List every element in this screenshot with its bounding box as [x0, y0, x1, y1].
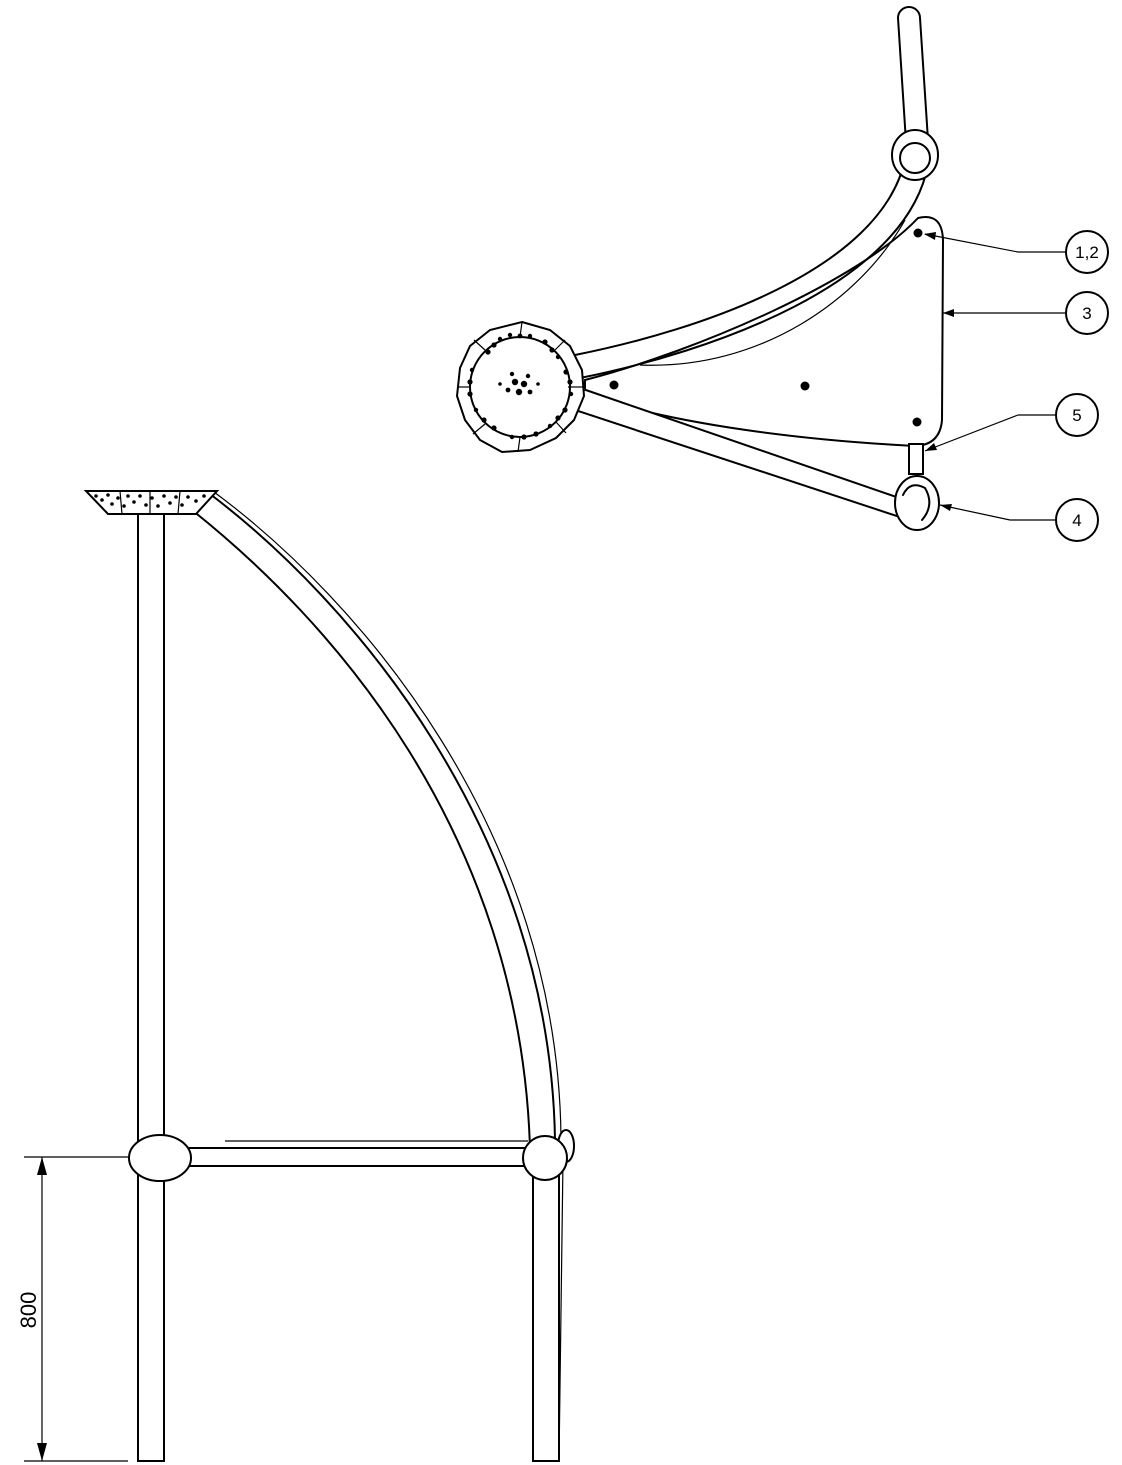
callout-leaders — [924, 232, 1066, 521]
top-tube-curved — [574, 159, 929, 379]
shower-head-side — [83, 490, 220, 515]
left-post — [137, 513, 165, 1462]
lower-clamp — [894, 475, 940, 531]
callout-4: 4 — [1055, 498, 1099, 542]
plate-bolt-2 — [800, 381, 810, 391]
plate-bolt-1 — [913, 228, 923, 238]
shower-holes — [467, 332, 574, 440]
plate-bolt-4 — [609, 380, 619, 390]
right-joint — [522, 1129, 575, 1181]
shower-segments — [457, 321, 584, 453]
front-view: 800 — [16, 490, 575, 1462]
connector-pin — [908, 443, 924, 475]
dimension-label: 800 — [16, 1292, 41, 1329]
callout-3: 3 — [1065, 291, 1109, 335]
mounting-plate — [584, 216, 945, 448]
left-joint — [128, 1134, 192, 1182]
callout-label: 3 — [1082, 304, 1091, 323]
callout-5: 5 — [1055, 393, 1099, 437]
dimension-800: 800 — [16, 1156, 128, 1462]
shower-head-top — [455, 320, 586, 454]
callout-1-2: 1,2 — [1065, 230, 1109, 274]
horizontal-bar — [185, 1140, 529, 1167]
callout-label: 5 — [1072, 406, 1081, 425]
top-view: 1,2 3 5 4 — [455, 6, 1109, 542]
top-tube-vertical — [896, 6, 930, 144]
callout-label: 4 — [1072, 511, 1081, 530]
plate-bolt-3 — [912, 417, 922, 427]
right-post — [532, 1159, 564, 1462]
front-tube-curved — [191, 491, 562, 1149]
callout-label: 1,2 — [1075, 243, 1099, 262]
top-clamp — [891, 129, 939, 181]
